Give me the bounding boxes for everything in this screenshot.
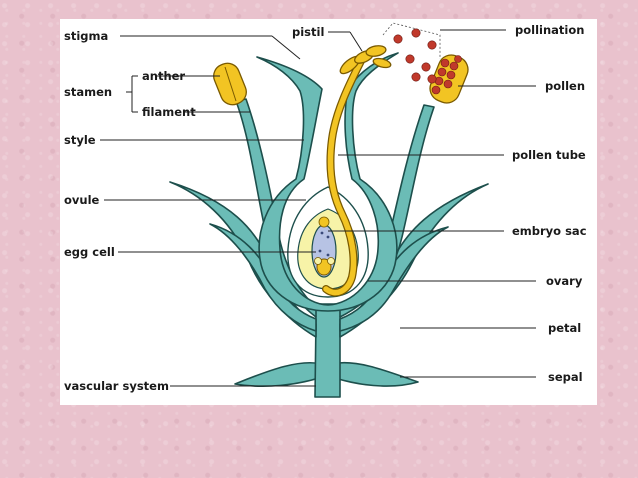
label-petal: petal [548, 321, 581, 335]
label-stigma: stigma [64, 29, 108, 43]
label-style: style [64, 133, 96, 147]
label-filament: filament [142, 105, 196, 119]
label-ovule: ovule [64, 193, 100, 207]
label-anther: anther [142, 69, 185, 83]
label-egg-cell: egg cell [64, 245, 115, 259]
pollination-box [382, 22, 441, 84]
filament-left [235, 98, 317, 318]
pistil-body [256, 52, 399, 312]
sepal-right [331, 361, 419, 387]
filament-right [339, 104, 435, 318]
label-ovary: ovary [546, 274, 583, 288]
label-vascular-system: vascular system [64, 379, 169, 393]
label-pollination: pollination [515, 23, 584, 37]
embryo-sac-nuclei [318, 231, 330, 257]
label-stamen: stamen [64, 85, 112, 99]
pollen-on-stigma [339, 45, 392, 75]
label-pollen: pollen [545, 79, 585, 93]
petal-inner-left [209, 223, 317, 332]
flower-diagram: .tis { fill: #6bbcb6; stroke: #1d4f4c; s… [64, 22, 587, 398]
label-pistil: pistil [292, 25, 324, 39]
pollen-grains [431, 55, 462, 95]
anther-left [213, 62, 247, 106]
label-sepal: sepal [548, 370, 583, 384]
sepal-left [234, 361, 323, 388]
label-embryo-sac: embryo sac [512, 224, 587, 238]
petal-inner-right [339, 226, 449, 332]
anther-right [429, 54, 469, 104]
label-pollen-tube: pollen tube [512, 148, 586, 162]
diagram-panel: .tis { fill: #6bbcb6; stroke: #1d4f4c; s… [60, 19, 597, 405]
